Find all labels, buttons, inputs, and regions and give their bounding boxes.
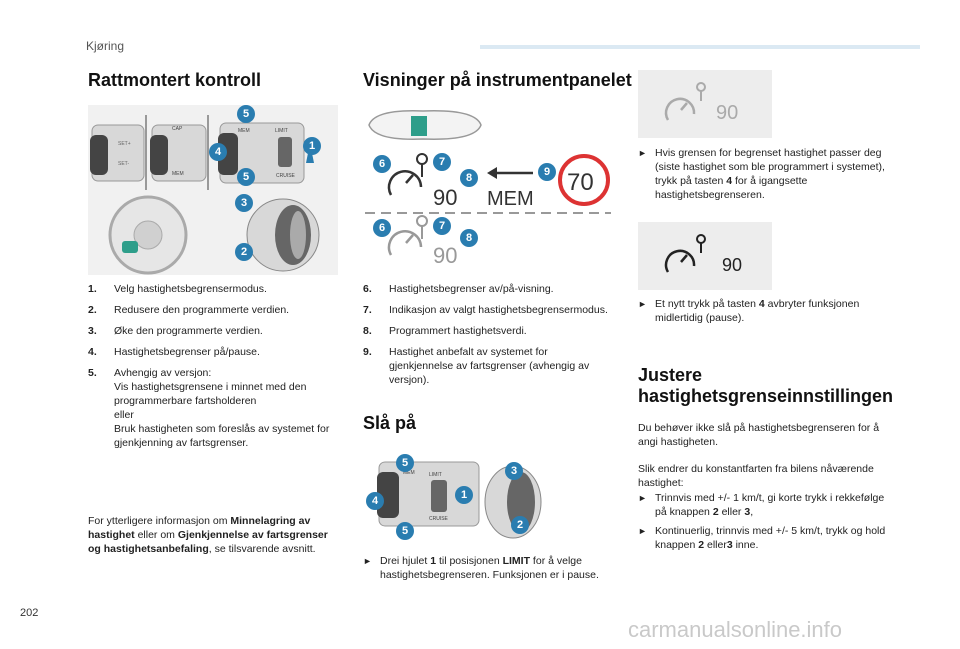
badge-5-top: 5 xyxy=(396,454,414,472)
list-item: 7.Indikasjon av valgt hastighetsbegrense… xyxy=(363,304,608,316)
watermark: carmanualsonline.info xyxy=(628,617,843,642)
list-item: 3.Øke den programmerte verdien. xyxy=(88,325,263,337)
badge-7-top: 7 xyxy=(433,153,451,171)
switch-on-bullet: ► Drei hjulet 1 til posisjonen LIMIT for… xyxy=(363,555,599,581)
list-item: 2.Redusere den programmerte verdien. xyxy=(88,304,290,316)
svg-text:90: 90 xyxy=(716,102,738,124)
badge-4: 4 xyxy=(366,492,384,510)
badge-2: 2 xyxy=(511,516,529,534)
badge-5-bottom: 5 xyxy=(396,522,414,540)
stalk-left: SET+ SET- xyxy=(90,115,147,190)
list-item: 1.Velg hastighetsbegrensermodus. xyxy=(88,283,267,295)
badge-7-bottom: 7 xyxy=(433,217,451,235)
badge-5-top: 5 xyxy=(237,105,255,123)
badge-3: 3 xyxy=(235,194,253,212)
page-number: 202 xyxy=(20,607,39,619)
switch-on-illustration: MEM LIMIT CRUISE 5 4 1 5 3 2 xyxy=(363,452,543,542)
control-list: 1.Velg hastighetsbegrensermodus. 2.Redus… xyxy=(88,282,338,457)
stalk-right: MEM LIMIT CRUISE xyxy=(218,122,314,184)
svg-text:SET-: SET- xyxy=(118,161,129,167)
steering-control-illustration: SET+ SET- CAP MEM MEM LIMIT CRUISE xyxy=(88,105,338,275)
continuous-bullet: ► Kontinuerlig, trinnvis med +/- 5 km/t,… xyxy=(638,525,886,551)
svg-text:90: 90 xyxy=(433,185,457,210)
badge-5-bottom: 5 xyxy=(237,168,255,186)
arrow-left-icon xyxy=(487,167,533,179)
svg-text:LIMIT: LIMIT xyxy=(275,128,288,134)
svg-text:90: 90 xyxy=(433,243,457,268)
svg-text:MEM: MEM xyxy=(487,188,534,210)
list-item: 5.Avhengig av versjon: Vis hastighetsgre… xyxy=(88,367,330,449)
step-bullet: ► Trinnvis med +/- 1 km/t, gi korte tryk… xyxy=(638,492,885,518)
badge-8-top: 8 xyxy=(460,169,478,187)
svg-text:MEM: MEM xyxy=(403,470,415,476)
badge-2: 2 xyxy=(235,243,253,261)
badge-8-bottom: 8 xyxy=(460,229,478,247)
svg-text:CAP: CAP xyxy=(172,126,183,132)
badge-1: 1 xyxy=(455,486,473,504)
speedometer-icon xyxy=(387,170,423,196)
header-bar xyxy=(480,45,920,49)
instrument-diagram: 90 MEM 70 90 xyxy=(365,110,611,268)
section-title-steering-control: Rattmontert kontroll xyxy=(88,70,261,90)
badge-6-top: 6 xyxy=(373,155,391,173)
badge-3: 3 xyxy=(505,462,523,480)
adjust-paragraph-1: Du behøver ikke slå på hastighetsbegrens… xyxy=(638,422,880,448)
section-title-switch-on: Slå på xyxy=(363,413,417,433)
svg-text:CRUISE: CRUISE xyxy=(429,516,449,522)
svg-text:70: 70 xyxy=(567,169,594,196)
activate-bullet: ► Hvis grensen for begrenset hastighet p… xyxy=(638,147,885,201)
badge-4: 4 xyxy=(209,143,227,161)
section-title-instrument-displays: Visninger på instrumentpanelet xyxy=(363,70,632,90)
pause-bullet: ► Et nytt trykk på tasten 4 avbryter fun… xyxy=(638,298,860,324)
stalk-end xyxy=(246,198,320,272)
svg-text:90: 90 xyxy=(722,255,742,275)
stalk-middle: CAP MEM xyxy=(150,115,209,190)
list-item: 9.Hastighet anbefalt av systemet for gje… xyxy=(363,346,590,386)
badge-9: 9 xyxy=(538,163,556,181)
display-list: 6.Hastighetsbegrenser av/på-visning. 7.I… xyxy=(363,282,613,394)
speedometer-icon: 90 xyxy=(664,234,742,275)
list-item: 8.Programmert hastighetsverdi. xyxy=(363,325,527,337)
display-panel-limit-active: 90 xyxy=(638,222,772,290)
list-item: 4.Hastighetsbegrenser på/pause. xyxy=(88,346,260,358)
info-paragraph: For ytterligere informasjon om Minnelagr… xyxy=(88,515,328,555)
section-header: Kjøring xyxy=(86,39,125,53)
stalk-diagram: SET+ SET- CAP MEM MEM LIMIT CRUISE xyxy=(88,105,338,275)
badge-6-bottom: 6 xyxy=(373,219,391,237)
instrument-display-illustration: 90 MEM 70 90 6 7 8 9 6 7 8 xyxy=(363,105,613,275)
svg-text:MEM: MEM xyxy=(238,128,250,134)
badge-1: 1 xyxy=(303,137,321,155)
svg-text:CRUISE: CRUISE xyxy=(276,173,296,179)
adjust-paragraph-2: Slik endrer du konstantfarten fra bilens… xyxy=(638,463,874,489)
section-title-adjust-limit: Justere hastighetsgrenseinnstillingen xyxy=(638,365,894,406)
svg-text:LIMIT: LIMIT xyxy=(429,472,442,478)
speedometer-icon: 90 xyxy=(664,82,738,124)
steering-wheel xyxy=(108,195,188,275)
display-panel-limit-memory: 90 xyxy=(638,70,772,138)
list-item: 6.Hastighetsbegrenser av/på-visning. xyxy=(363,283,554,295)
svg-text:MEM: MEM xyxy=(172,171,184,177)
svg-text:SET+: SET+ xyxy=(118,141,131,147)
